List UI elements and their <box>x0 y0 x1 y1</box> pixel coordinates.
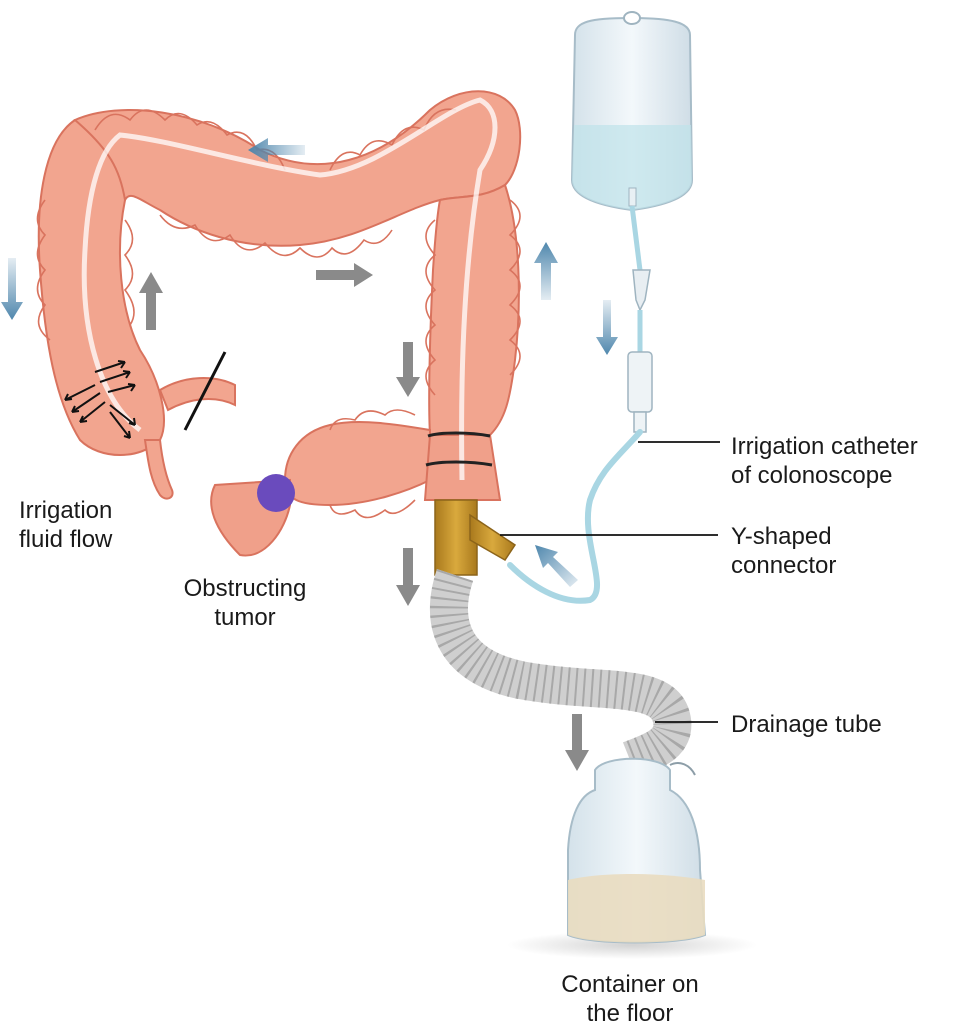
sigmoid-colon <box>283 421 431 507</box>
drainage-tube <box>430 569 692 778</box>
drip-chamber <box>627 351 653 413</box>
arrow-blue-up-left-catheter <box>535 545 578 587</box>
y-shaped-connector <box>434 499 517 576</box>
appendix <box>143 439 174 500</box>
arrow-blue-left-top <box>248 138 305 162</box>
arrow-blue-down-iv <box>596 300 618 355</box>
label-obstructing-tumor: Obstructing tumor <box>183 575 307 631</box>
leader-lines <box>500 441 720 723</box>
arrow-gray-right <box>316 263 373 287</box>
irrigation-catheter <box>507 429 643 604</box>
arrow-gray-down-connector <box>396 548 420 606</box>
purse-string-ties <box>425 431 493 467</box>
terminal-ileum <box>158 377 236 412</box>
ileum-transection-line <box>183 351 227 431</box>
arrow-gray-down-drain <box>565 714 589 771</box>
label-irrigation-catheter: Irrigation catheter of colonoscope <box>731 433 918 489</box>
arrow-gray-down-colon <box>396 342 420 397</box>
colonoscope-inside-colon <box>81 97 498 481</box>
arrow-gray-up <box>139 272 163 330</box>
arrow-blue-up-right <box>534 242 558 300</box>
arrow-blue-down-left <box>1 258 23 320</box>
label-y-shaped-connector: Y-shaped connector <box>731 523 837 579</box>
descending-colon <box>428 183 520 436</box>
irrigation-diffusion-arrows <box>64 360 136 439</box>
irrigation-line <box>507 205 653 604</box>
container-bag <box>507 757 757 959</box>
flow-arrows <box>1 138 618 771</box>
label-drainage-tube: Drainage tube <box>731 711 882 738</box>
obstructing-tumor <box>257 474 295 512</box>
label-container-on-floor: Container on the floor <box>561 971 699 1027</box>
label-irrigation-fluid-flow: Irrigation fluid flow <box>19 497 113 553</box>
irrigation-bag <box>570 11 694 212</box>
